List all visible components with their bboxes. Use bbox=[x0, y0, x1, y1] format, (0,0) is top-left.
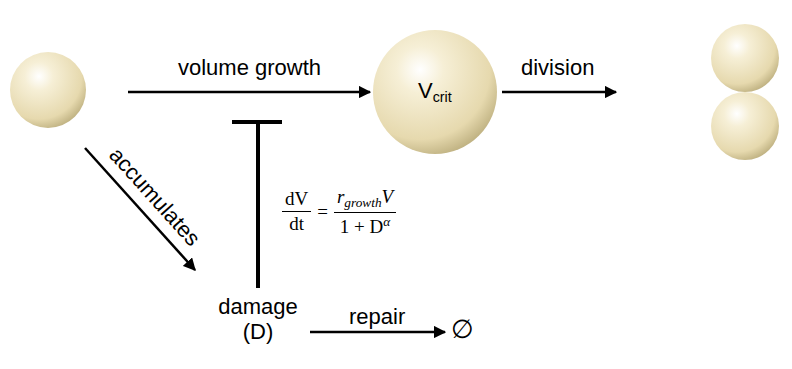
node-text: damage (D) bbox=[218, 294, 298, 344]
equals-sign: = bbox=[317, 201, 328, 223]
daughter-cell bbox=[711, 92, 779, 160]
superscript: α bbox=[383, 214, 390, 229]
division-arrow bbox=[502, 91, 616, 94]
fraction: rgrowthV1 + Dα bbox=[334, 186, 396, 238]
inhibition-bar bbox=[232, 120, 282, 124]
equation-term: dV bbox=[285, 188, 308, 209]
inhibition-line bbox=[256, 122, 260, 288]
small-cell bbox=[10, 52, 86, 128]
connector-arrow bbox=[310, 331, 445, 334]
equation-term: dt bbox=[289, 213, 304, 234]
node-text: ∅ bbox=[451, 314, 474, 344]
daughter-cell bbox=[711, 24, 779, 92]
denominator: dt bbox=[286, 212, 307, 235]
equation-term: V bbox=[382, 186, 394, 207]
edge-label: repair bbox=[346, 304, 408, 329]
fraction: dV dt bbox=[282, 188, 311, 235]
numerator: dV bbox=[282, 188, 311, 212]
arrow-label: division bbox=[521, 55, 594, 80]
arrow-label: volume growth bbox=[178, 55, 321, 80]
equation: dVdt=rgrowthV1 + Dα bbox=[282, 186, 396, 238]
equation-term: r bbox=[337, 186, 344, 207]
numerator: rgrowthV bbox=[334, 186, 396, 213]
equation-term: 1 + D bbox=[340, 216, 383, 237]
damage-node: damage (D) bbox=[212, 294, 304, 345]
growth-arrow bbox=[128, 91, 370, 94]
subscript: growth bbox=[344, 195, 381, 210]
arrow-label: accumulates bbox=[104, 142, 205, 251]
large-cell bbox=[373, 30, 497, 154]
node-text: crit bbox=[433, 89, 452, 105]
cell-sphere: Vcrit bbox=[418, 78, 452, 106]
node-text: V bbox=[418, 78, 433, 103]
empty-set-node: ∅ bbox=[451, 315, 474, 345]
denominator: 1 + Dα bbox=[337, 213, 393, 238]
